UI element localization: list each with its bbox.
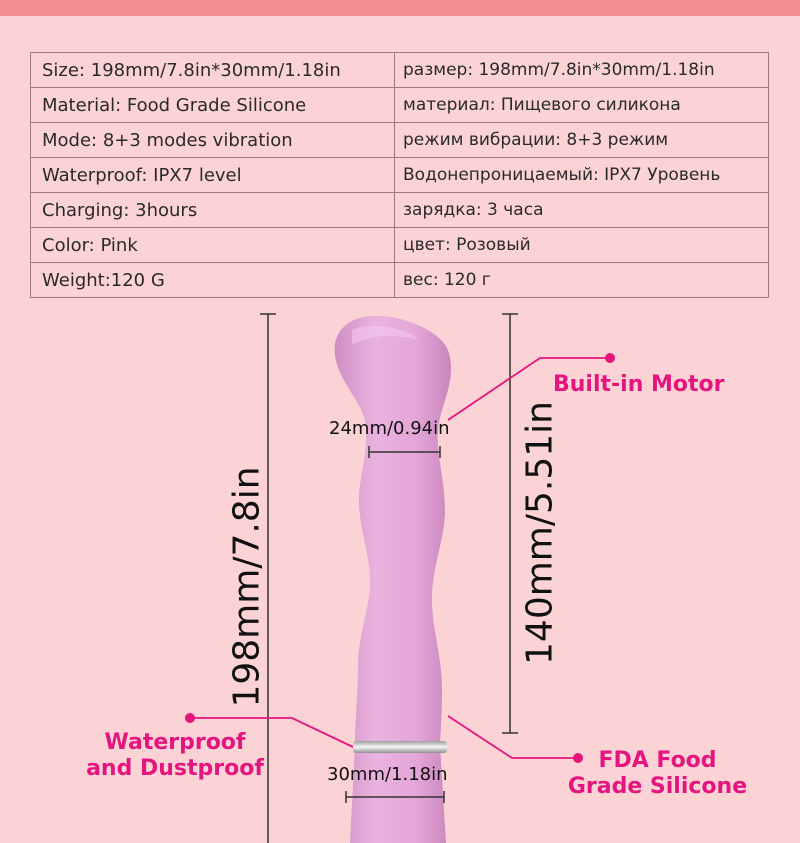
spec-en: Size: 198mm/7.8in*30mm/1.18in [30,52,395,88]
fda-callout: FDA Food Grade Silicone [555,748,760,800]
waterproof-callout-line2: and Dustproof [86,756,264,781]
fda-callout-line1: FDA Food [598,748,717,773]
spec-en: Mode: 8+3 modes vibration [30,122,395,158]
total-length-line [260,313,276,843]
spec-en: Weight:120 G [30,262,395,298]
base-width-line [345,791,445,803]
waterproof-callout-line1: Waterproof [104,730,246,755]
spec-ru: вес: 120 г [394,262,769,298]
product-highlight [352,325,420,345]
table-row: Material: Food Grade Silicone материал: … [30,87,769,123]
insertable-length-label: 140mm/5.51in [519,401,561,665]
spec-en: Color: Pink [30,227,395,263]
waterproof-callout: Waterproof and Dustproof [70,730,280,782]
insertable-length-line [502,313,518,734]
spec-ru: цвет: Розовый [394,227,769,263]
spec-ru: размер: 198mm/7.8in*30mm/1.18in [394,52,769,88]
table-row: Color: Pink цвет: Розовый [30,227,769,263]
head-width-label: 24mm/0.94in [329,418,450,439]
spec-en: Waterproof: IPX7 level [30,157,395,193]
waterproof-dot [185,713,195,723]
metal-ring [353,741,447,753]
motor-callout: Built-in Motor [553,372,725,398]
product-body [334,315,451,843]
motor-leader-line [447,357,610,421]
fda-dot [573,753,583,763]
head-width-line [368,446,441,458]
table-row: Mode: 8+3 modes vibration режим вибрации… [30,122,769,158]
spec-ru: Водонепроницаемый: IPX7 Уровень [394,157,769,193]
total-length-label: 198mm/7.8in [226,466,268,708]
table-row: Size: 198mm/7.8in*30mm/1.18in размер: 19… [30,52,769,88]
fda-callout-line2: Grade Silicone [567,774,748,799]
table-row: Waterproof: IPX7 level Водонепроницаемый… [30,157,769,193]
spec-en: Material: Food Grade Silicone [30,87,395,123]
spec-table: Size: 198mm/7.8in*30mm/1.18in размер: 19… [30,52,769,298]
motor-dot [605,353,615,363]
spec-ru: зарядка: 3 часа [394,192,769,228]
header-banner [0,0,800,16]
fda-leader-line [447,715,578,759]
motor-callout-text: Built-in Motor [553,372,725,397]
waterproof-leader-line [190,717,354,748]
table-row: Weight:120 G вес: 120 г [30,262,769,298]
base-width-label: 30mm/1.18in [327,764,448,785]
spec-ru: материал: Пищевого силикона [394,87,769,123]
